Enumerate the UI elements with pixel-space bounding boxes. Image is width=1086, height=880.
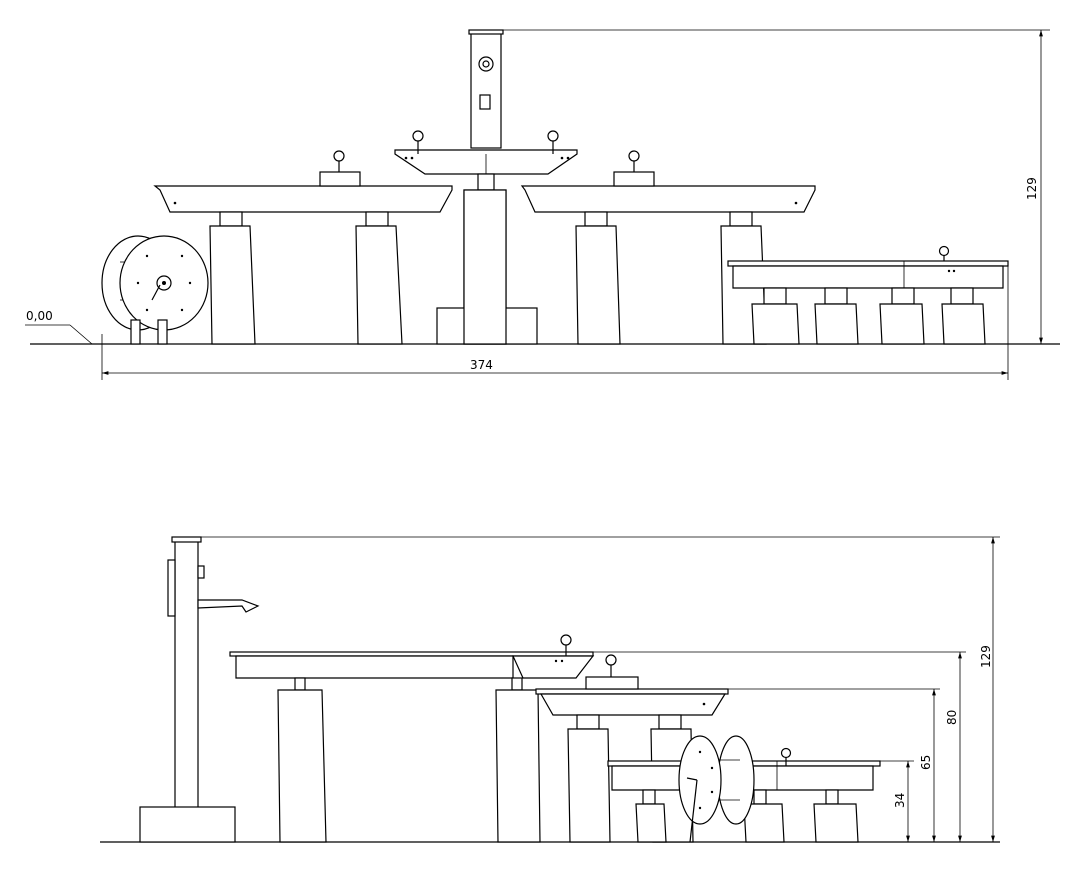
front-elevation-view: 0,00	[25, 29, 1060, 380]
side-upper-table	[229, 634, 595, 843]
dim-label-80: 80	[945, 710, 959, 725]
height-dimension: 129	[503, 29, 1050, 344]
side-dimension-65: 65	[728, 688, 940, 842]
left-table	[153, 150, 453, 345]
center-joysticks	[404, 130, 570, 160]
side-elevation-view: 129 80 65 34	[100, 536, 1000, 843]
low-right-table	[727, 245, 1009, 345]
side-dimension-80: 80	[580, 651, 966, 842]
dim-label-65: 65	[919, 755, 933, 770]
side-lower-table	[607, 747, 881, 843]
central-column	[394, 29, 578, 345]
ground-level-label: 0,00	[26, 309, 53, 323]
side-dimension-129: 129	[201, 536, 1000, 842]
cable-reel	[101, 235, 209, 345]
level-marker: 0,00	[25, 309, 93, 345]
side-dimension-34: 34	[880, 760, 914, 842]
dim-label-129: 129	[979, 645, 993, 668]
width-dimension-label: 374	[470, 358, 493, 372]
dim-label-34: 34	[893, 793, 907, 808]
side-column	[139, 536, 260, 843]
width-dimension: 374	[101, 266, 1009, 380]
side-cable-reel	[678, 735, 755, 843]
height-dimension-label: 129	[1025, 177, 1039, 200]
